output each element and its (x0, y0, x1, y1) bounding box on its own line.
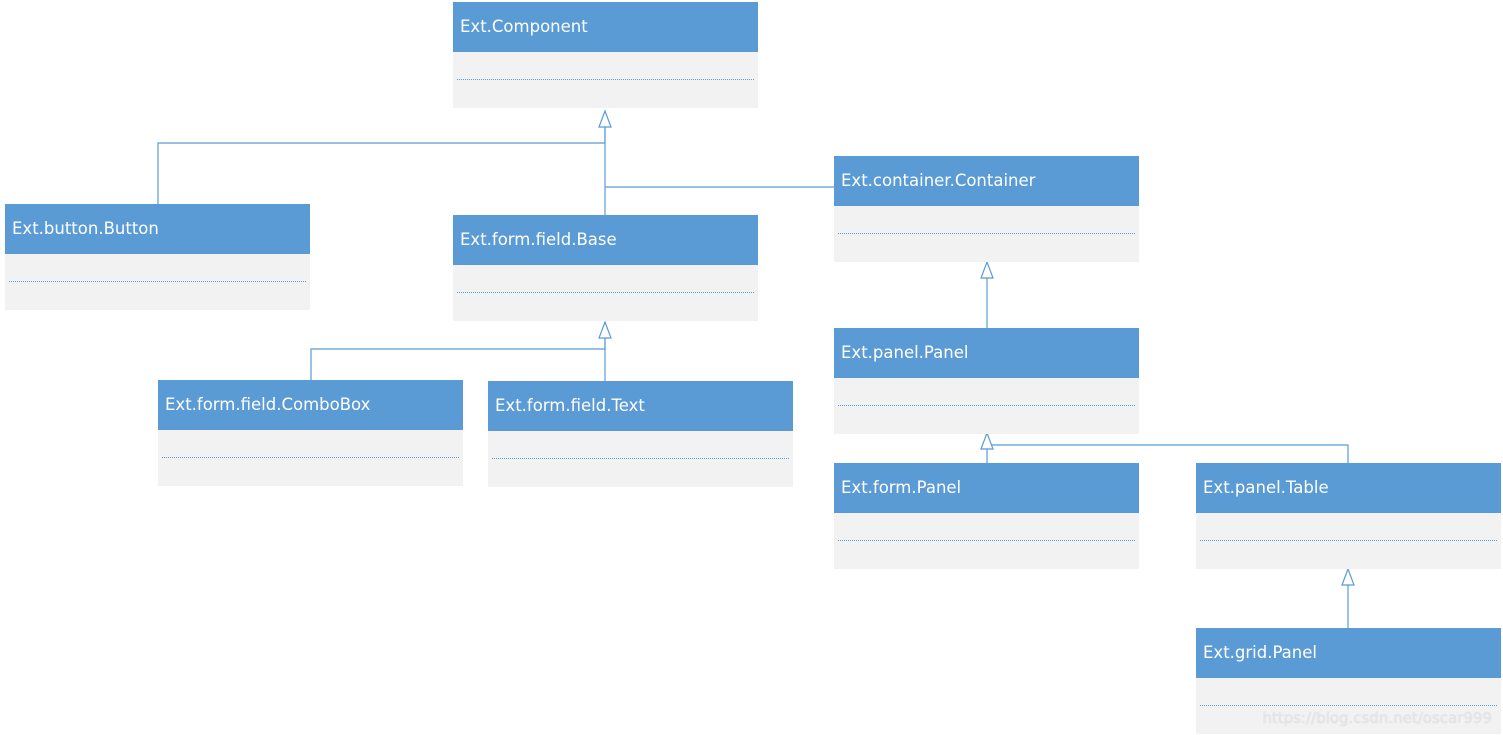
class-box-text: Ext.form.field.Text (488, 381, 793, 487)
class-name: Ext.container.Container (834, 156, 1139, 206)
class-members (1196, 513, 1501, 569)
class-members (834, 378, 1139, 434)
class-box-grid-panel: Ext.grid.Panel (1196, 628, 1501, 734)
inheritance-arrowhead-component (598, 109, 612, 128)
class-members (5, 254, 310, 310)
inheritance-arrowhead-container (980, 260, 994, 279)
inheritance-arrowhead-panel (980, 431, 994, 450)
compartment-divider (457, 79, 754, 80)
class-box-component: Ext.Component (453, 2, 758, 108)
inheritance-arrowhead-field-base (598, 320, 612, 339)
class-name: Ext.form.field.Base (453, 215, 758, 265)
class-members (453, 265, 758, 321)
class-name: Ext.panel.Table (1196, 463, 1501, 513)
class-name: Ext.form.Panel (834, 463, 1139, 513)
compartment-divider (838, 405, 1135, 406)
class-box-combobox: Ext.form.field.ComboBox (158, 380, 463, 486)
class-name: Ext.form.field.ComboBox (158, 380, 463, 430)
class-name: Ext.panel.Panel (834, 328, 1139, 378)
class-members (834, 513, 1139, 569)
connector-table-to-panel (986, 434, 1349, 463)
class-members (158, 430, 463, 486)
class-members (453, 52, 758, 108)
class-box-form-panel: Ext.form.Panel (834, 463, 1139, 569)
class-box-panel: Ext.panel.Panel (834, 328, 1139, 434)
compartment-divider (838, 233, 1135, 234)
inheritance-arrowhead-table (1341, 567, 1355, 586)
compartment-divider (1200, 705, 1497, 706)
watermark: https://blog.csdn.net/oscar999 (1262, 709, 1492, 727)
class-box-table: Ext.panel.Table (1196, 463, 1501, 569)
class-name: Ext.grid.Panel (1196, 628, 1501, 678)
class-name: Ext.Component (453, 2, 758, 52)
class-members (834, 206, 1139, 262)
class-box-field-base: Ext.form.field.Base (453, 215, 758, 321)
compartment-divider (492, 458, 789, 459)
compartment-divider (162, 457, 459, 458)
class-box-container: Ext.container.Container (834, 156, 1139, 262)
compartment-divider (457, 292, 754, 293)
connector-combobox-to-field-base (310, 323, 606, 380)
class-box-button: Ext.button.Button (5, 204, 310, 310)
class-members (1196, 678, 1501, 734)
compartment-divider (838, 540, 1135, 541)
class-name: Ext.button.Button (5, 204, 310, 254)
class-members (488, 431, 793, 487)
compartment-divider (9, 281, 306, 282)
compartment-divider (1200, 540, 1497, 541)
connector-button-to-component (157, 112, 606, 204)
class-name: Ext.form.field.Text (488, 381, 793, 431)
